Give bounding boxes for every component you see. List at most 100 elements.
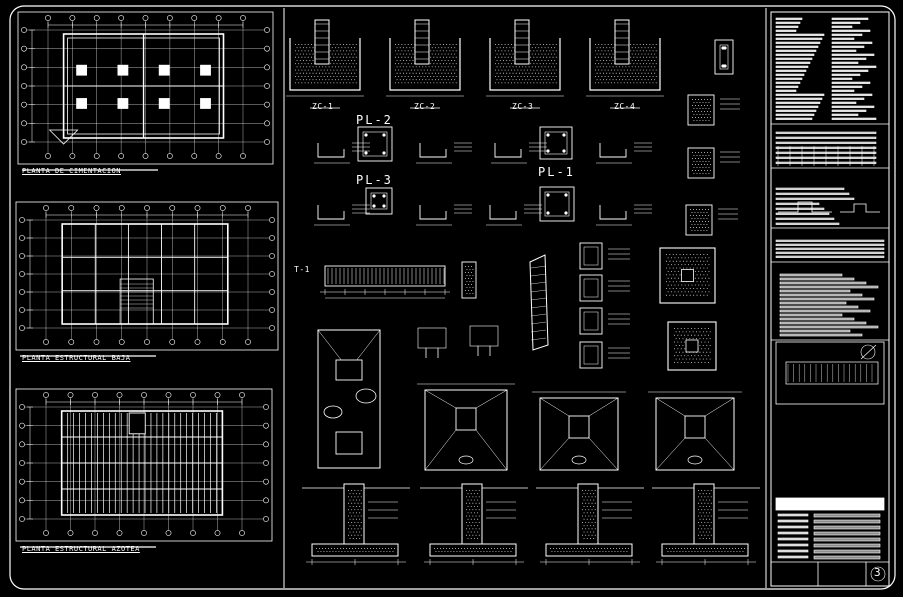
axis-bubble xyxy=(264,64,270,71)
connection-detail xyxy=(417,327,447,349)
axis-bubble xyxy=(194,339,201,345)
title-block-frame xyxy=(770,11,890,587)
note-text xyxy=(831,77,853,80)
plan-estructural-azotea xyxy=(15,388,273,548)
slope-line xyxy=(704,437,735,471)
stirrup xyxy=(530,329,547,333)
pedestal-core xyxy=(335,431,363,455)
section-bubble xyxy=(323,405,343,419)
note-text xyxy=(813,549,881,554)
axis-bubble xyxy=(19,441,25,448)
stair-outline xyxy=(119,278,154,325)
note-text xyxy=(779,285,879,289)
axis-bubble xyxy=(263,478,269,485)
section-bubble xyxy=(355,388,377,404)
entrance-mark xyxy=(48,129,79,145)
axis-bubble xyxy=(269,289,275,295)
note-text xyxy=(779,277,855,281)
gravel-fill xyxy=(666,254,710,296)
axis-bubble xyxy=(190,392,196,398)
note-text xyxy=(831,57,867,60)
connection-detail xyxy=(469,325,499,347)
bar-hook xyxy=(419,205,447,220)
footing-plans xyxy=(317,325,742,471)
note-text xyxy=(831,97,865,100)
axis-bubble xyxy=(118,205,125,211)
axis-bubble xyxy=(264,120,270,127)
note-text xyxy=(775,239,885,242)
note-text xyxy=(831,25,853,28)
note-text xyxy=(775,202,820,205)
note-text xyxy=(775,17,803,20)
column-core xyxy=(583,246,599,266)
pedestal-core xyxy=(362,131,388,157)
zapata-mark xyxy=(76,64,87,76)
note-text xyxy=(813,543,881,548)
note-text xyxy=(777,549,809,553)
column-elevation xyxy=(529,254,549,351)
bar-hook xyxy=(599,205,627,220)
slope-line xyxy=(424,389,457,409)
note-text xyxy=(775,21,801,24)
axis-bubble xyxy=(219,205,226,211)
axis-bubble xyxy=(144,205,150,211)
column-section xyxy=(685,204,713,236)
concrete-fill xyxy=(466,490,480,539)
note-text xyxy=(775,93,825,96)
stirrup xyxy=(530,313,547,317)
note-text xyxy=(775,197,855,200)
axis-bubble xyxy=(93,339,100,345)
pedestal-core xyxy=(568,415,590,439)
axis-bubble xyxy=(263,404,269,410)
note-text xyxy=(775,136,877,139)
axis-bubble xyxy=(68,339,75,345)
axis-bubble xyxy=(215,153,222,159)
note-text xyxy=(775,251,885,254)
beam-detail xyxy=(320,265,450,299)
axis-bubble xyxy=(116,392,123,398)
note-text xyxy=(775,57,813,60)
axis-bubble xyxy=(264,139,270,145)
section-bubble xyxy=(571,455,587,465)
axis-bubble xyxy=(142,15,149,21)
axis-bubble xyxy=(245,205,251,211)
plan1-title: PLANTA DE CIMENTACION xyxy=(22,167,122,175)
axis-bubble xyxy=(165,392,172,398)
note-text xyxy=(831,49,857,52)
note-text xyxy=(775,89,797,92)
note-text xyxy=(831,85,863,88)
pedestal-plan xyxy=(365,187,393,215)
bar-hook xyxy=(489,205,517,220)
section-bubble xyxy=(687,455,703,465)
note-text xyxy=(831,93,873,96)
bar-hook xyxy=(317,205,345,220)
axis-bubble xyxy=(219,339,226,345)
note-text xyxy=(831,69,869,72)
footing-plan xyxy=(424,389,508,471)
rebar xyxy=(546,149,550,153)
concrete-fill xyxy=(582,490,596,539)
axis-bubble xyxy=(19,497,25,504)
rebar xyxy=(372,194,376,198)
pl3-label: PL-3 xyxy=(356,173,393,187)
pedestal-core xyxy=(685,339,699,353)
note-text xyxy=(779,301,847,305)
pl2-label: PL-2 xyxy=(356,113,393,127)
plan-estructural-baja xyxy=(15,201,279,357)
north-arrow-needle xyxy=(860,344,877,360)
axis-bubble xyxy=(118,15,125,21)
rebar xyxy=(546,193,550,197)
axis-bubble xyxy=(19,271,25,277)
note-text xyxy=(831,113,859,116)
note-text xyxy=(775,73,805,76)
axis-bubble xyxy=(19,253,25,259)
note-text xyxy=(775,37,823,40)
note-text xyxy=(831,29,871,32)
rebar xyxy=(562,149,566,153)
note-text xyxy=(777,531,809,535)
note-text xyxy=(775,53,815,56)
footing-plan xyxy=(539,397,619,471)
axis-bubble xyxy=(239,530,245,536)
excavation-outline xyxy=(589,38,661,91)
footing-elevation xyxy=(429,543,517,557)
